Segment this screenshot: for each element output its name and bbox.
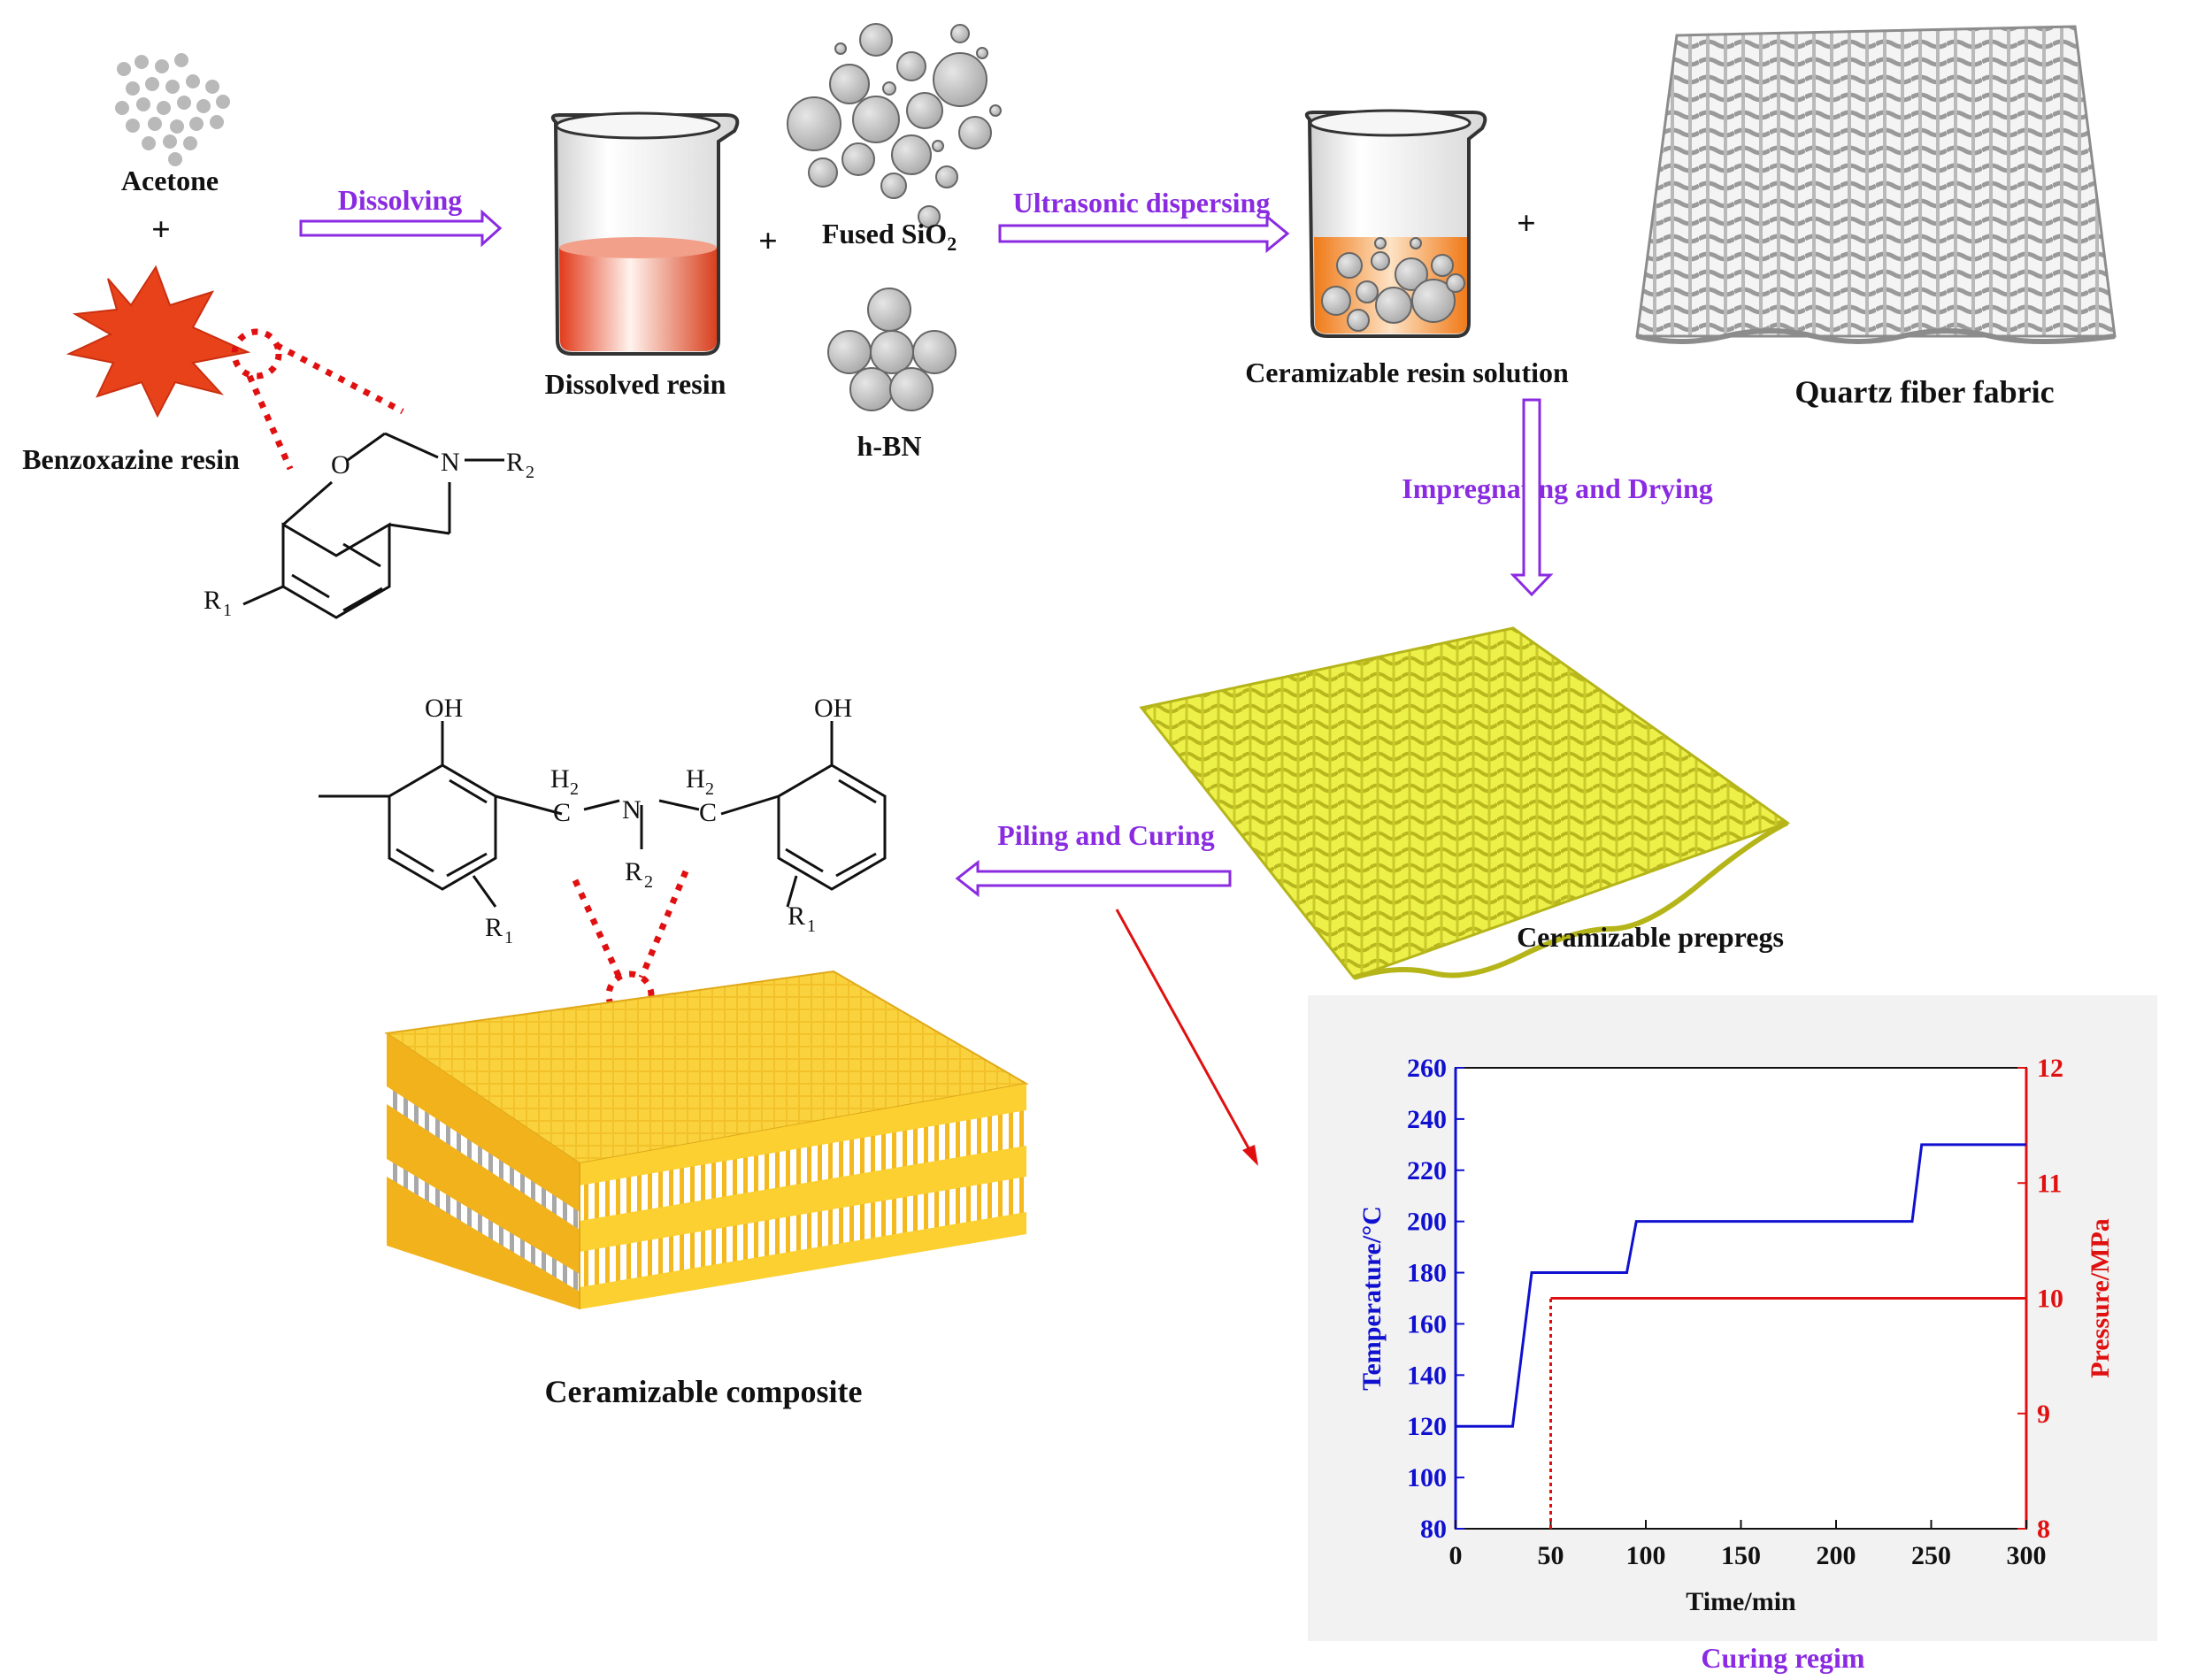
atom-c-right: C bbox=[699, 798, 717, 827]
benzoxazine-structure: O N R 2 R 1 bbox=[204, 432, 534, 620]
atom-h2-right-sub: 2 bbox=[705, 779, 714, 799]
y-tick-label: 80 bbox=[1420, 1515, 1447, 1544]
chart-title: Curing regim bbox=[1701, 1642, 1865, 1674]
plus-sign-3: + bbox=[1517, 205, 1536, 242]
step-impregnating: Impregnating and Drying bbox=[1402, 472, 1712, 504]
atom-r1-right: R bbox=[788, 901, 805, 931]
benzoxazine-starburst bbox=[65, 265, 251, 418]
ceramizable-prepregs bbox=[1139, 626, 1791, 980]
atom-r2-mid: R bbox=[625, 857, 642, 886]
beaker-dissolved-resin bbox=[550, 111, 740, 356]
atom-r1-right-sub: 1 bbox=[807, 917, 816, 936]
x-tick-label: 250 bbox=[1911, 1541, 1951, 1570]
step-ultrasonic: Ultrasonic dispersing bbox=[1013, 187, 1271, 219]
composite-label: Ceramizable composite bbox=[545, 1374, 863, 1409]
y-tick-label: 240 bbox=[1407, 1105, 1447, 1134]
x-tick-label: 0 bbox=[1449, 1541, 1463, 1570]
zoom-lines-benzoxazine bbox=[231, 328, 404, 471]
atom-oh-left: OH bbox=[425, 694, 463, 723]
plus-sign-2: + bbox=[758, 223, 778, 260]
y-tick-label: 140 bbox=[1407, 1361, 1447, 1390]
y2-tick-label: 10 bbox=[2037, 1285, 2063, 1314]
fused-sio2-text: Fused SiO bbox=[822, 218, 947, 249]
atom-n-mid: N bbox=[622, 795, 642, 825]
fused-sio2-label: Fused SiO2 bbox=[822, 218, 957, 255]
y-tick-label: 220 bbox=[1407, 1156, 1447, 1185]
ceramizable-solution-label: Ceramizable resin solution bbox=[1245, 357, 1569, 388]
x-tick-label: 150 bbox=[1721, 1541, 1761, 1570]
ceramizable-composite-block bbox=[384, 970, 1029, 1309]
y-tick-label: 120 bbox=[1407, 1412, 1447, 1441]
quartz-fabric-label: Quartz fiber fabric bbox=[1794, 374, 2054, 410]
atom-r1-left-sub: 1 bbox=[504, 928, 513, 947]
fused-sio2-sub: 2 bbox=[947, 233, 957, 255]
prepregs-label: Ceramizable prepregs bbox=[1517, 921, 1784, 953]
atom-r1: R bbox=[204, 586, 221, 615]
fused-sio2-spheres bbox=[787, 23, 1002, 228]
atom-r2-sub: 2 bbox=[526, 463, 534, 482]
atom-o: O bbox=[331, 450, 350, 479]
y-tick-label: 180 bbox=[1407, 1259, 1447, 1288]
y-tick-label: 100 bbox=[1407, 1463, 1447, 1492]
y2-tick-label: 12 bbox=[2037, 1054, 2063, 1083]
y2-tick-label: 9 bbox=[2037, 1400, 2050, 1429]
temperature-series-line bbox=[1456, 1143, 2026, 1428]
atom-oh-right: OH bbox=[814, 694, 852, 723]
hbn-label: h-BN bbox=[857, 430, 922, 462]
y2-tick-label: 11 bbox=[2037, 1169, 2062, 1198]
curing-regime-chart: 0 50 100 150 200 250 300 80 100 120 140 160 180 200 22… bbox=[1357, 1054, 2115, 1616]
step-dissolving: Dissolving bbox=[338, 184, 462, 216]
atom-c-left: C bbox=[553, 798, 571, 827]
arrow-dissolving bbox=[299, 209, 503, 248]
y-tick-label: 260 bbox=[1407, 1054, 1447, 1083]
y-tick-label: 200 bbox=[1407, 1208, 1447, 1237]
arrow-ultrasonic bbox=[998, 213, 1290, 254]
y-axis-label: Temperature/°C bbox=[1357, 1206, 1387, 1391]
atom-r1-left: R bbox=[485, 913, 503, 942]
y-tick-label: 160 bbox=[1407, 1309, 1447, 1339]
benzoxazine-label: Benzoxazine resin bbox=[22, 443, 240, 475]
plus-sign: + bbox=[151, 211, 171, 249]
acetone-molecules bbox=[115, 53, 230, 166]
arrow-impregnating bbox=[1510, 398, 1554, 597]
x-tick-label: 100 bbox=[1626, 1541, 1666, 1570]
step-piling: Piling and Curing bbox=[997, 819, 1214, 851]
atom-r2-mid-sub: 2 bbox=[644, 872, 653, 892]
y2-axis-label: Pressure/MPa bbox=[2086, 1218, 2115, 1378]
atom-h2-left-sub: 2 bbox=[570, 779, 579, 799]
x-axis-label: Time/min bbox=[1686, 1587, 1796, 1616]
arrow-to-chart bbox=[1115, 909, 1258, 1166]
cured-polybenzoxazine-structure: OH OH H 2 C N H 2 C R 2 R 1 R 1 bbox=[319, 694, 887, 947]
y2-tick-label: 8 bbox=[2037, 1515, 2050, 1544]
arrow-piling bbox=[955, 859, 1232, 898]
hbn-spheres bbox=[827, 288, 957, 411]
beaker-ceramizable-solution bbox=[1304, 109, 1487, 338]
atom-h2-left: H bbox=[550, 764, 570, 794]
atom-h2-right: H bbox=[686, 764, 705, 794]
atom-r2: R bbox=[506, 448, 524, 477]
atom-n: N bbox=[441, 448, 460, 477]
x-tick-label: 300 bbox=[2007, 1541, 2047, 1570]
dissolved-resin-label: Dissolved resin bbox=[545, 368, 726, 400]
acetone-label: Acetone bbox=[121, 165, 219, 196]
quartz-fiber-fabric bbox=[1635, 25, 2117, 344]
x-tick-label: 200 bbox=[1817, 1541, 1856, 1570]
x-tick-label: 50 bbox=[1538, 1541, 1564, 1570]
atom-r1-sub: 1 bbox=[223, 601, 232, 620]
